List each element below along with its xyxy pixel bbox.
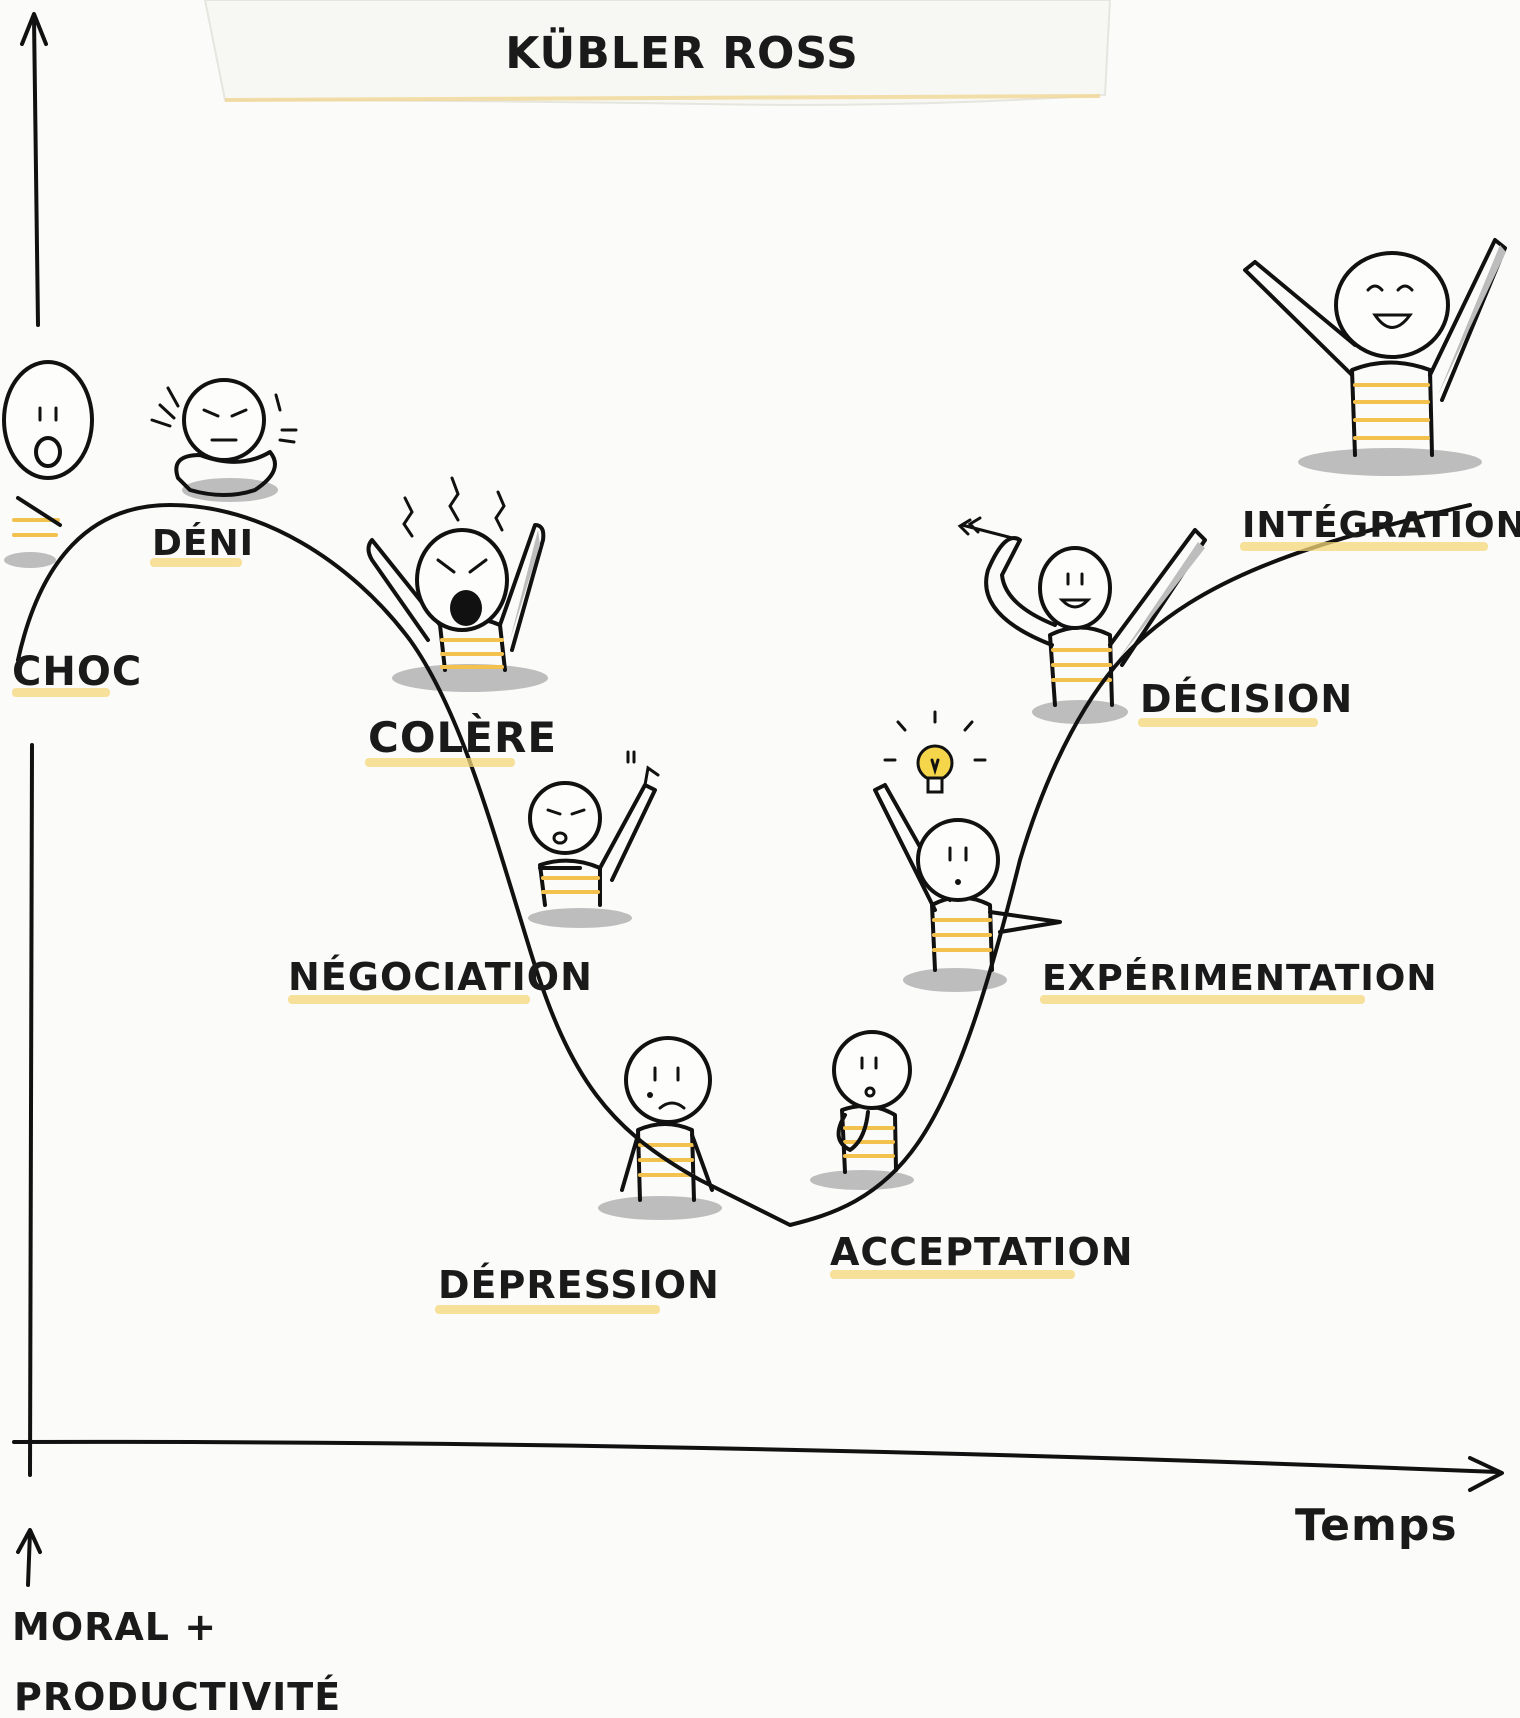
crossed-arms bbox=[174, 450, 277, 497]
figure-deni bbox=[150, 378, 298, 502]
y-label-arrow bbox=[26, 1530, 32, 1587]
svg-text:ACCEPTATION: ACCEPTATION bbox=[830, 1230, 1134, 1274]
stage-label-negociation: NÉGOCIATION bbox=[288, 955, 593, 1004]
figure-colere bbox=[366, 476, 548, 692]
x-axis-label: Temps bbox=[1295, 1500, 1458, 1551]
y-label-arrowhead bbox=[16, 1528, 42, 1554]
svg-text:INTÉGRATION: INTÉGRATION bbox=[1242, 504, 1520, 546]
stage-label-deni: DÉNI bbox=[150, 522, 254, 567]
svg-text:DÉNI: DÉNI bbox=[152, 522, 254, 564]
stage-label-decision: DÉCISION bbox=[1138, 677, 1353, 727]
axes bbox=[12, 12, 1504, 1587]
svg-text:EXPÉRIMENTATION: EXPÉRIMENTATION bbox=[1042, 957, 1438, 999]
svg-text:DÉCISION: DÉCISION bbox=[1140, 677, 1353, 721]
figure-depression bbox=[598, 1036, 722, 1220]
pleading-face-icon bbox=[528, 781, 602, 855]
x-axis-arrowhead bbox=[1468, 1456, 1504, 1492]
stage-label-experimentation: EXPÉRIMENTATION bbox=[1040, 957, 1438, 1004]
cheerful-face-icon bbox=[1038, 546, 1112, 630]
y-axis-lower bbox=[28, 743, 34, 1477]
svg-text:DÉPRESSION: DÉPRESSION bbox=[438, 1263, 720, 1307]
annoyed-face-icon bbox=[182, 378, 266, 462]
sad-face-icon bbox=[624, 1036, 712, 1124]
svg-text:COLÈRE: COLÈRE bbox=[368, 712, 557, 762]
figure-integration bbox=[1243, 238, 1507, 476]
stage-label-acceptation: ACCEPTATION bbox=[830, 1230, 1134, 1279]
shocked-face-icon bbox=[2, 360, 94, 480]
kubler-ross-curve bbox=[16, 503, 1472, 1227]
y-axis-arrowhead bbox=[20, 12, 48, 46]
page-title: KÜBLER ROSS bbox=[505, 26, 859, 79]
figure-experimentation bbox=[873, 710, 1062, 992]
stage-label-depression: DÉPRESSION bbox=[435, 1263, 720, 1314]
stage-label-colere: COLÈRE bbox=[365, 712, 557, 767]
y-axis-label-line2: PRODUCTIVITÉ bbox=[14, 1675, 341, 1718]
svg-text:NÉGOCIATION: NÉGOCIATION bbox=[288, 955, 593, 999]
stage-label-choc: CHOC bbox=[12, 649, 142, 697]
title-card: KÜBLER ROSS bbox=[203, 0, 1112, 106]
lightbulb-icon bbox=[883, 710, 987, 794]
stage-label-integration: INTÉGRATION bbox=[1240, 504, 1520, 551]
angry-face-icon bbox=[415, 528, 509, 632]
x-axis bbox=[12, 1439, 1500, 1474]
figure-choc bbox=[2, 360, 94, 568]
thinking-face-icon bbox=[832, 1030, 912, 1110]
joyful-face-icon bbox=[1334, 251, 1450, 359]
y-axis-upper bbox=[32, 16, 40, 327]
figure-negociation bbox=[528, 750, 660, 928]
y-axis-label-line1: MORAL + bbox=[12, 1605, 217, 1649]
svg-text:CHOC: CHOC bbox=[12, 649, 142, 695]
curious-face-icon bbox=[916, 818, 1000, 902]
figure-decision bbox=[957, 516, 1207, 724]
